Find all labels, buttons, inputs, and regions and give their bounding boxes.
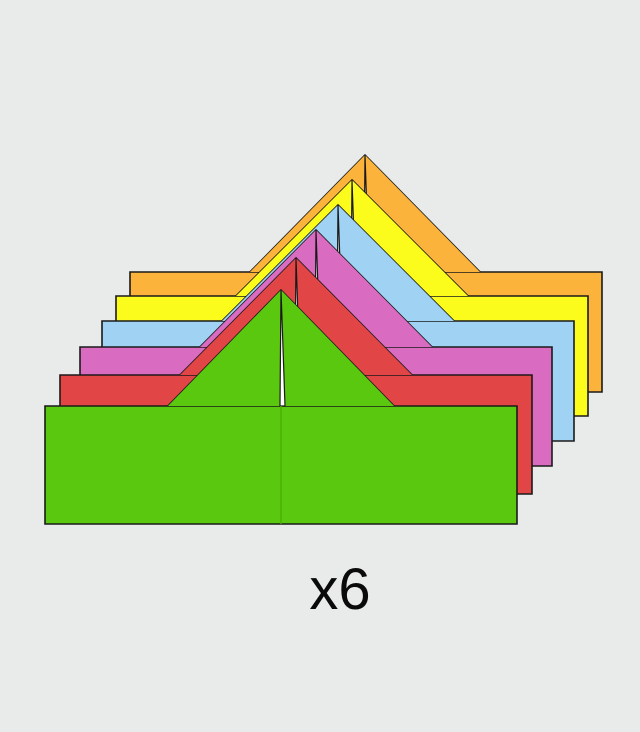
hat-layer-green (44, 288, 518, 525)
multiplier-label: x6 (309, 557, 371, 622)
peak-fold-green (279, 289, 286, 407)
